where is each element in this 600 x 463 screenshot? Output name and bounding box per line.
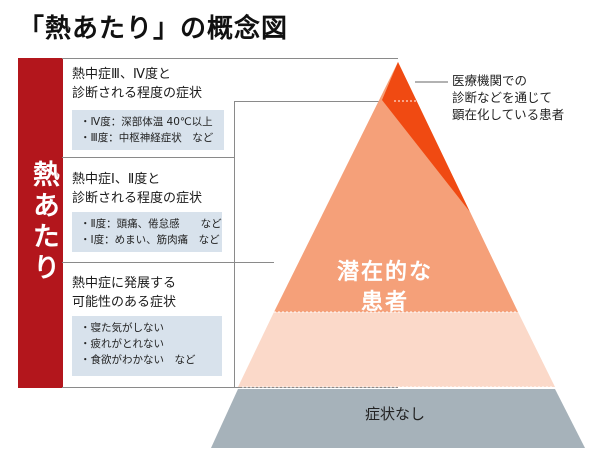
- page-title: 「熱あたり」の概念図: [18, 14, 289, 44]
- diagnosed-segment: [382, 62, 503, 281]
- connector-line-3: [234, 387, 242, 388]
- section-3-title: 熱中症に発展する 可能性のある症状: [72, 276, 177, 310]
- connector-line-1: [234, 101, 394, 102]
- section-1-box: ・Ⅳ度：深部体温 40℃以上 ・Ⅲ度：中枢神経症状 など: [72, 110, 224, 150]
- separator-line-2: [62, 262, 234, 263]
- connector-line-2: [234, 262, 274, 263]
- frame-bottom-line: [62, 387, 398, 388]
- separator-line-1: [62, 157, 234, 158]
- section-2-title: 熱中症Ⅰ、Ⅱ度と 診断される程度の症状: [72, 172, 203, 206]
- section-3-box: ・寝た気がしない ・疲れがとれない ・食欲がわかない など: [72, 316, 222, 376]
- latent-patients-label: 潜在的な 患者: [336, 260, 433, 315]
- side-bar: [18, 58, 63, 388]
- section-2-box: ・Ⅱ度：頭痛、倦怠感 など ・Ⅰ度：めまい、筋肉痛 など: [72, 212, 222, 252]
- no-symptoms-label: 症状なし: [364, 405, 425, 423]
- pyramid-lower-layer: [238, 312, 555, 387]
- section-1-title: 熱中症Ⅲ、Ⅳ度と 診断される程度の症状: [72, 67, 203, 101]
- no-symptoms-base: [211, 389, 585, 448]
- pyramid-upper-layer: [274, 62, 518, 312]
- diagnosed-callout: 医療機関での 診断などを通じて 顕在化している患者: [452, 73, 565, 122]
- side-label: 熱あたり: [28, 160, 59, 284]
- frame-top-line: [62, 58, 398, 59]
- frame-divider-line: [234, 101, 235, 387]
